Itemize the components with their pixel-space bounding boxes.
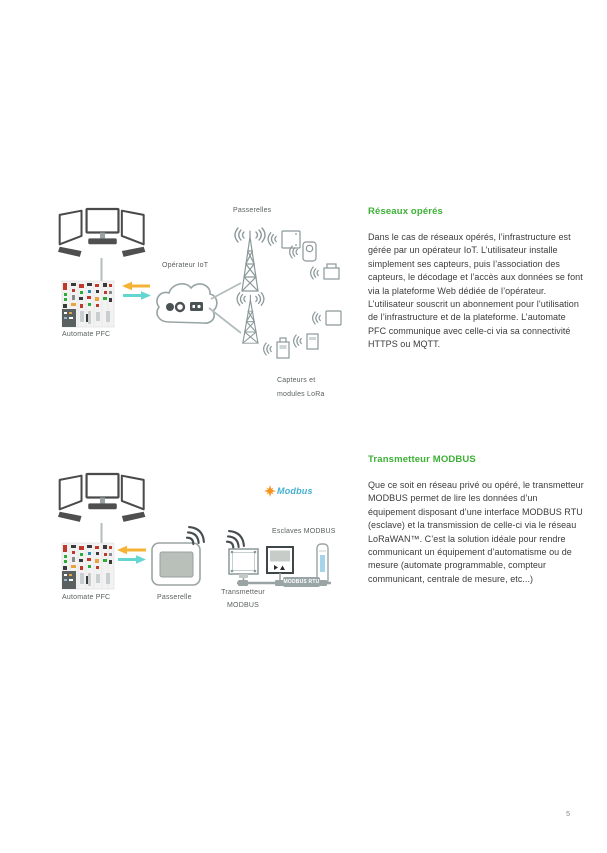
diagram-reseaux-canvas <box>56 207 342 359</box>
label-passerelles: Passerelles <box>233 207 272 214</box>
radio-waves-icon <box>310 266 319 280</box>
label-esclaves-modbus: Esclaves MODBUS <box>272 528 336 535</box>
lora-sensors <box>276 230 342 359</box>
sensor-icon <box>323 267 340 280</box>
cell-tower-icon <box>241 230 259 292</box>
label-automate-pfc: Automate PFC <box>62 594 111 601</box>
diagram-transmetteur-canvas <box>56 472 331 590</box>
bus-tap <box>275 580 285 586</box>
sensor-icon <box>281 230 301 249</box>
section-heading-transmetteur-modbus: Transmetteur MODBUS <box>368 454 476 465</box>
label-passerelle: Passerelle <box>157 594 192 601</box>
radio-waves-icon <box>234 227 245 243</box>
radio-waves-icon <box>255 292 265 306</box>
cell-tower-icon <box>242 294 259 344</box>
label-transmetteur-line2: MODBUS <box>227 602 259 609</box>
cloud-tower1-link <box>210 282 242 300</box>
modbus-rtu-badge: MODBUS RTU <box>283 577 320 587</box>
page-number: 5 <box>566 809 571 818</box>
section-body-reseaux-operes: Dans le cas de réseaux opérés, l’infrast… <box>368 232 583 350</box>
modbus-star-icon <box>264 485 276 497</box>
sensor-icon <box>325 310 342 326</box>
label-capteurs-line1: Capteurs et <box>277 377 316 384</box>
sensor-icon <box>306 333 319 350</box>
diagram-reseaux-operes: Passerelles Opérateur IoT Automate PFC C… <box>40 203 370 415</box>
section-heading-reseaux-operes: Réseaux opérés <box>368 206 443 217</box>
gateway-icon <box>151 542 201 586</box>
section-body-transmetteur-modbus: Que ce soit en réseau privé ou opéré, le… <box>368 480 584 584</box>
workstation-monitors-icon <box>56 472 147 523</box>
iot-cloud-icon <box>156 283 218 324</box>
sensor-lens <box>305 244 314 253</box>
modbus-logo: Modbus <box>264 484 313 498</box>
label-capteurs-line2: modules LoRa <box>277 391 325 398</box>
sensor-icon <box>276 341 290 359</box>
radio-waves-icon <box>293 334 302 348</box>
arrow-left-icon <box>117 545 146 555</box>
radio-waves-icon <box>312 311 321 325</box>
radio-waves-icon <box>263 342 272 356</box>
arrow-right-icon <box>123 291 151 300</box>
label-transmetteur-line1: Transmetteur <box>221 589 265 596</box>
radio-waves-icon <box>267 232 277 246</box>
modbus-logo-text: Modbus <box>277 486 313 496</box>
bus-tap <box>238 580 248 586</box>
radio-waves-icon <box>236 292 246 306</box>
plc-automate-icon <box>61 542 115 590</box>
modbus-transmitter-icon <box>228 548 259 583</box>
plc-automate-icon <box>61 280 115 328</box>
arrow-right-icon <box>118 555 146 564</box>
arrow-left-icon <box>122 281 150 291</box>
cloud-tower2-link <box>208 307 242 334</box>
modbus-slave-meter-icon <box>266 546 294 583</box>
diagram-transmetteur-modbus: Modbus MODBUS RTU Esclaves MODBUS Automa… <box>40 460 370 628</box>
radio-waves-icon <box>255 227 266 243</box>
label-operateur-iot: Opérateur IoT <box>162 262 209 269</box>
label-automate-pfc: Automate PFC <box>62 331 111 338</box>
workstation-monitors-icon <box>56 207 147 258</box>
